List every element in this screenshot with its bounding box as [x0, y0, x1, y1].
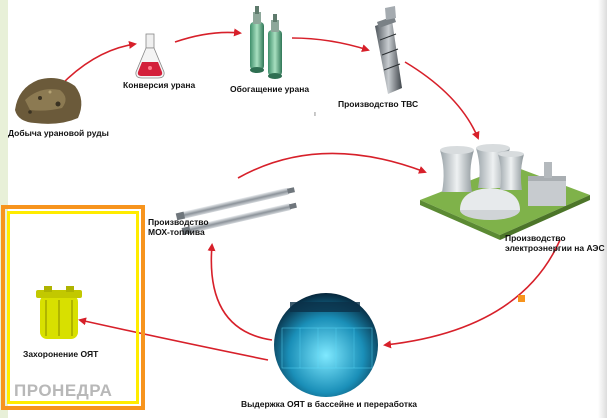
watermark: ПРОНЕДРА [14, 381, 113, 400]
label-conversion: Конверсия урана [123, 80, 196, 90]
svg-text:ı: ı [314, 111, 316, 118]
flask-icon [135, 33, 165, 79]
arrow-storage-to-burial [78, 317, 269, 361]
arrow-mox-to-npp [237, 152, 427, 179]
right-edge-shade [598, 0, 607, 418]
label-fuel-assembly: Производство ТВС [338, 99, 419, 109]
arrow-storage-to-mox [207, 243, 273, 341]
arrow-conversion-to-enrichment [174, 28, 242, 43]
highlight-frame-yellow [7, 211, 139, 404]
nuclear-power-plant-icon [420, 144, 590, 240]
fuel-assembly-icon [375, 6, 402, 94]
label-enrichment: Обогащение урана [230, 84, 310, 94]
label-mining: Добыча урановой руды [8, 128, 109, 138]
mox-fuel-rods-icon [175, 187, 297, 235]
orange-marker-dot [518, 295, 525, 302]
label-power-line1: Производство [505, 233, 566, 243]
arrow-fuel-to-npp [404, 61, 480, 140]
burial-container-icon [36, 286, 82, 339]
arrow-enrichment-to-fuel [291, 37, 370, 53]
centrifuge-icon [250, 6, 282, 79]
highlight-frame-orange [1, 205, 145, 410]
label-burial: Захоронение ОЯТ [23, 349, 99, 359]
uranium-ore-icon [15, 78, 82, 124]
label-mox-line2: МОХ-топлива [148, 227, 205, 237]
label-storage: Выдержка ОЯТ в бассейне и переработка [241, 399, 417, 409]
arrow-mining-to-conversion [59, 40, 137, 87]
spent-fuel-pool-icon [274, 293, 378, 397]
label-power-line2: электроэнергии на АЭС [505, 243, 605, 253]
label-mox-line1: Производство [148, 217, 209, 227]
arrow-npp-to-storage [383, 239, 561, 349]
